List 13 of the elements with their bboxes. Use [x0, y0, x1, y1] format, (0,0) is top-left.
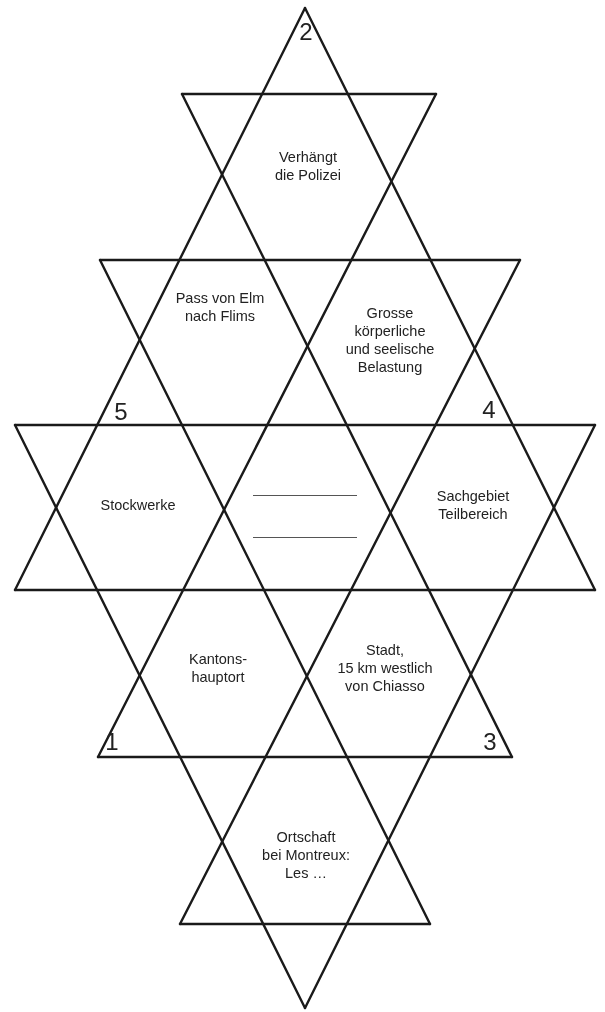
- triangle-number: 3: [483, 730, 497, 754]
- clue-text: Pass von Elm nach Flims: [175, 288, 265, 326]
- clue-text: Sachgebiet Teilbereich: [436, 486, 510, 524]
- clue-text: Kantons- hauptort: [189, 649, 247, 687]
- triangle-number: 4: [482, 398, 496, 422]
- triangle-number: 5: [114, 400, 128, 424]
- triangle-number: 2: [299, 20, 313, 44]
- clue-text: Ortschaft bei Montreux: Les …: [262, 827, 350, 883]
- triangle-number: 1: [105, 730, 119, 754]
- clue-text: Grosse körperliche und seelische Belastung: [345, 303, 435, 377]
- clue-text: Stadt, 15 km westlich von Chiasso: [337, 640, 433, 696]
- clue-text: Verhängt die Polizei: [274, 147, 342, 185]
- clue-text: Stockwerke: [100, 495, 176, 515]
